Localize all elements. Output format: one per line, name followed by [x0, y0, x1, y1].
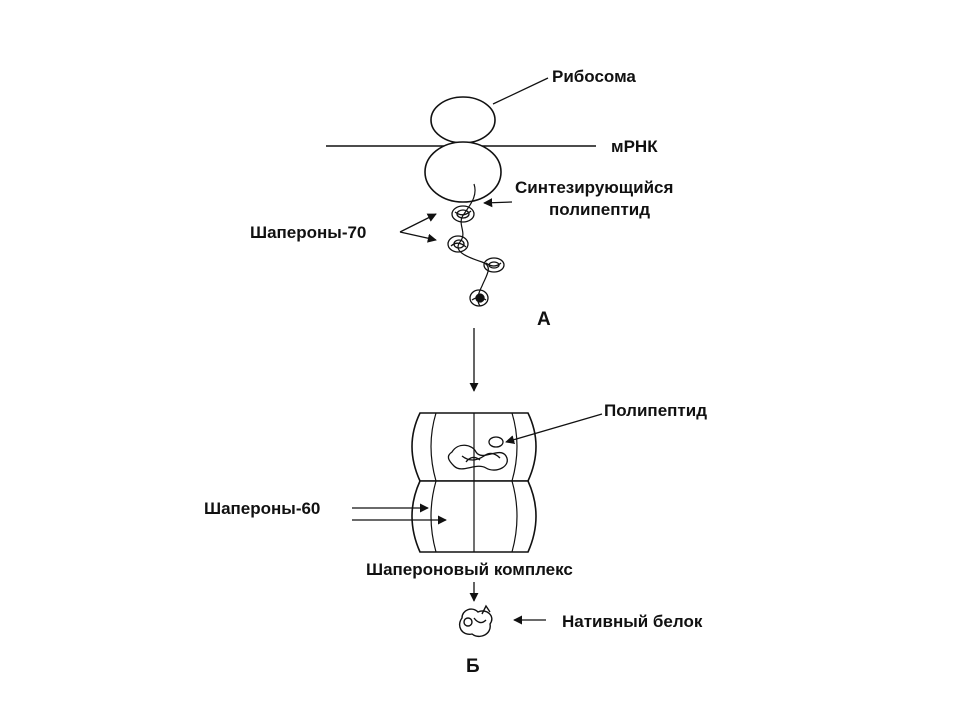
stage-a-label: А: [537, 309, 551, 330]
polypeptide-pointer: [505, 413, 603, 445]
synthesizing-label-line1: Синтезирующийся: [515, 178, 673, 197]
native-protein-label: Нативный белок: [562, 612, 703, 631]
chaperone-70-particle: [447, 235, 469, 253]
hsp70-label: Шапероны-70: [250, 223, 366, 242]
chaperone-70-cluster: [447, 205, 505, 307]
chaperone-70-particle: [451, 205, 475, 223]
nascent-polypeptide-chain: [457, 183, 489, 307]
hsp70-arrow-lower: [399, 231, 437, 243]
chaperonin-upper-ring: [411, 412, 537, 482]
synth-polypeptide-arrow: [483, 198, 513, 208]
ribosome-pointer: [492, 77, 549, 105]
stage-b-label: Б: [466, 656, 480, 677]
ribosome-small-subunit: [430, 96, 496, 144]
hsp70-arrow-upper: [399, 213, 437, 233]
chaperone-70-particle: [469, 289, 489, 307]
synthesizing-label-line2: полипептид: [549, 200, 650, 219]
ribosome: [424, 96, 502, 203]
chaperonin-lower-ring: [411, 480, 537, 553]
ribosome-large-subunit: [424, 141, 502, 203]
native-protein: [458, 604, 493, 638]
polypeptide-label: Полипептид: [604, 401, 707, 420]
mrna-label: мРНК: [611, 137, 658, 156]
chaperonin-complex: [411, 412, 537, 553]
chaperone-complex-label: Шапероновый комплекс: [366, 560, 573, 579]
chaperone-70-particle: [483, 257, 505, 273]
hsp60-label: Шапероны-60: [204, 499, 320, 518]
ribosome-label: Рибосома: [552, 67, 636, 86]
enclosed-polypeptide: [447, 436, 508, 471]
